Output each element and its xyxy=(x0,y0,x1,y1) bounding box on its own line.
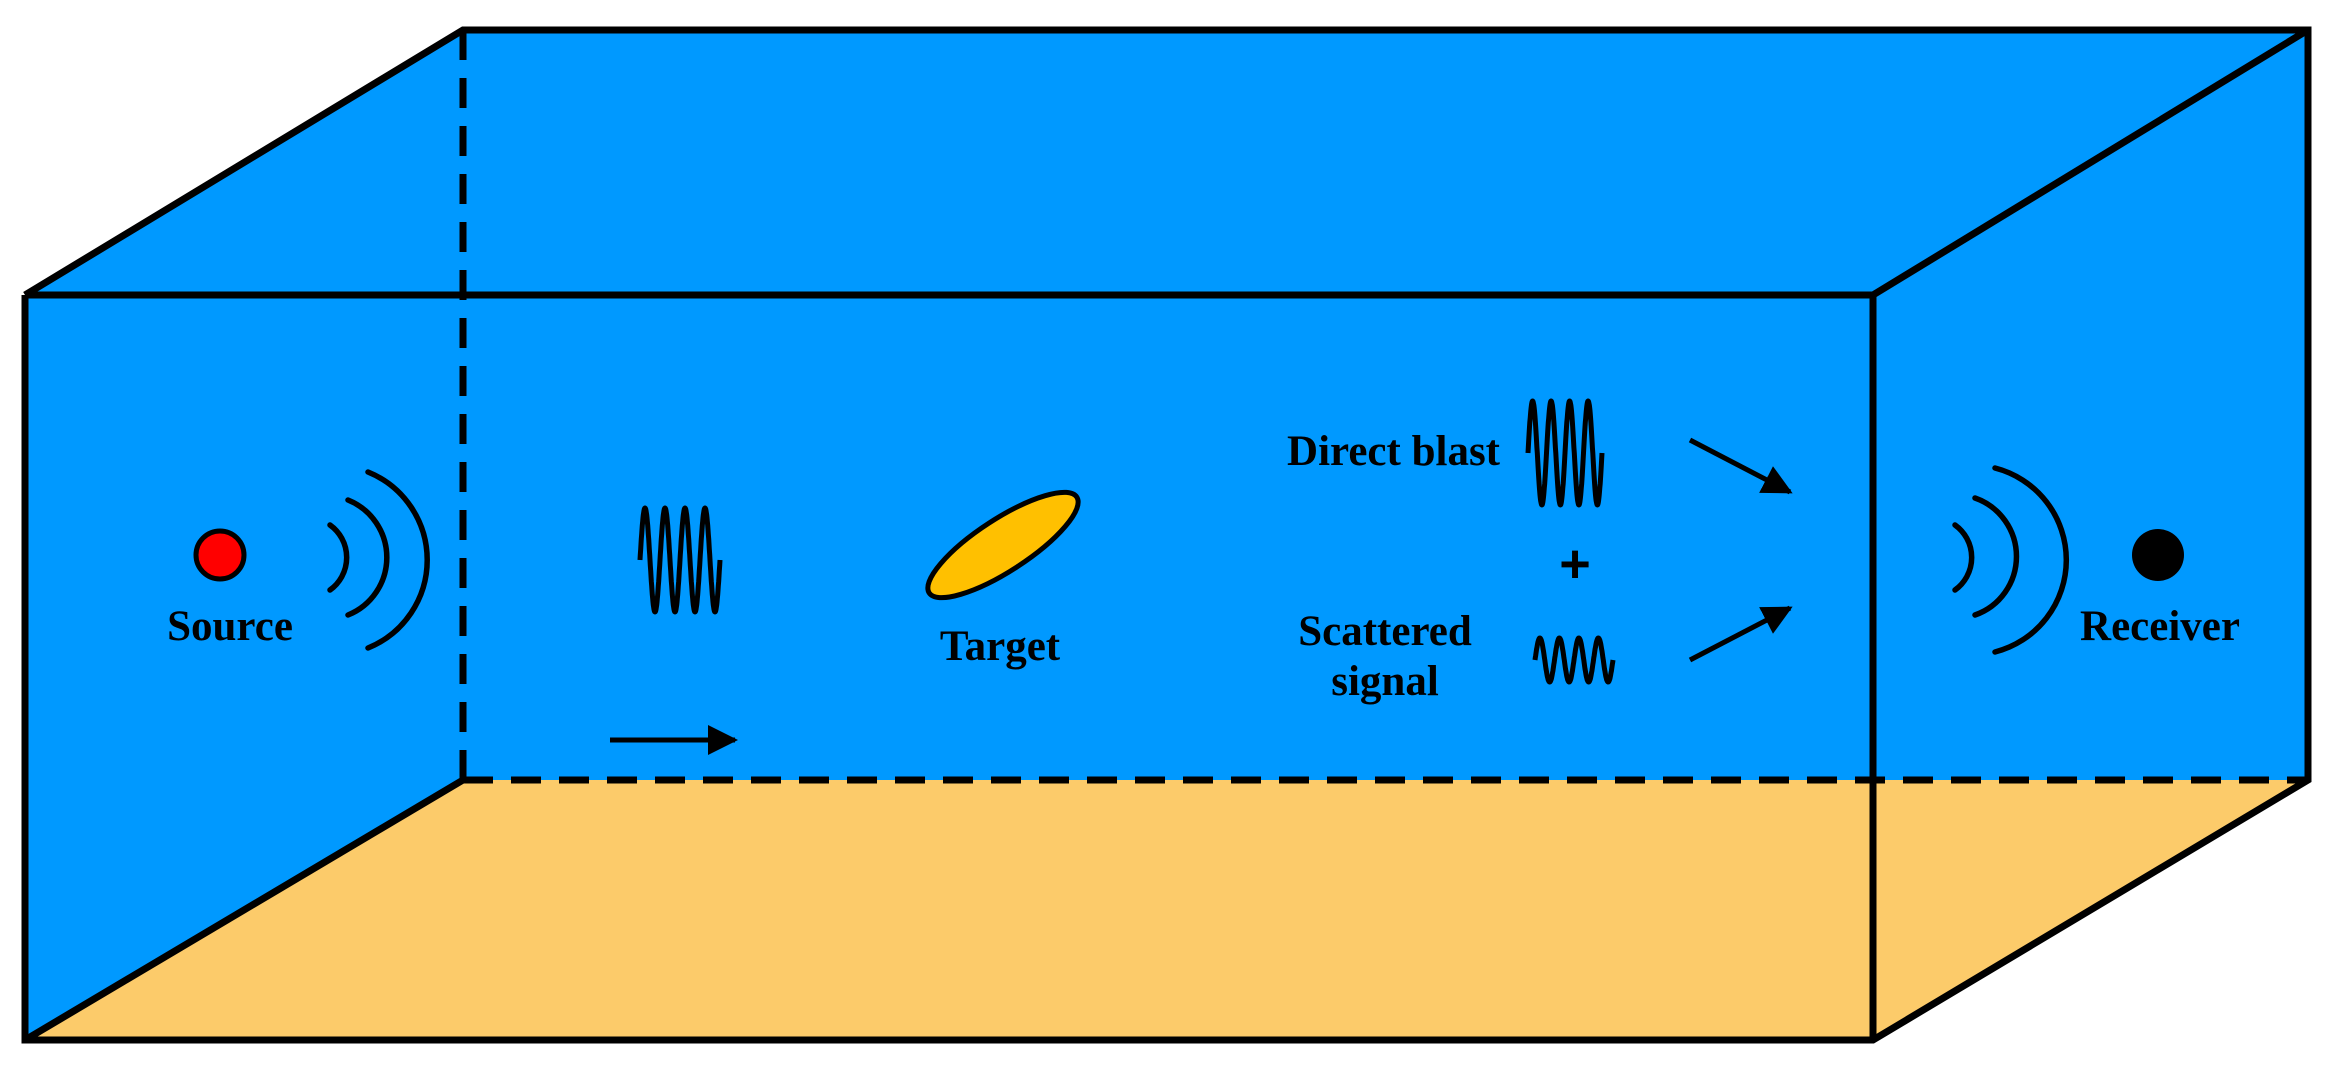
target: Target xyxy=(925,489,1081,670)
water-top-face xyxy=(25,30,2308,295)
receiver-label: Receiver xyxy=(2080,603,2240,650)
receiver: Receiver xyxy=(1952,465,2240,655)
arrow-right-icon xyxy=(1688,437,1793,495)
sine-pulse-icon xyxy=(637,505,723,615)
source-label: Source xyxy=(167,603,293,650)
arrow-right-icon xyxy=(1688,605,1793,663)
scattered-signal-label-line2: signal xyxy=(1331,658,1439,705)
sine-pulse-icon xyxy=(1525,398,1605,508)
plus-sign: + xyxy=(1559,534,1591,594)
tank xyxy=(21,26,2312,1044)
receiver-dot xyxy=(2132,529,2184,581)
source: Source xyxy=(167,469,430,651)
target-ellipse xyxy=(925,489,1081,601)
sine-pulse-icon xyxy=(1532,635,1616,685)
sound-wave-arcs-icon xyxy=(1952,465,2069,655)
direct-blast-label: Direct blast xyxy=(1287,428,1501,475)
scattered-signal-label-line1: Scattered xyxy=(1298,608,1472,655)
target-label: Target xyxy=(940,623,1061,670)
seabed xyxy=(25,780,2308,1040)
source-dot xyxy=(193,528,247,582)
bottom-left-edge xyxy=(23,776,465,1044)
sound-wave-arcs-icon xyxy=(327,469,430,651)
top-right-edge xyxy=(1871,27,2310,298)
